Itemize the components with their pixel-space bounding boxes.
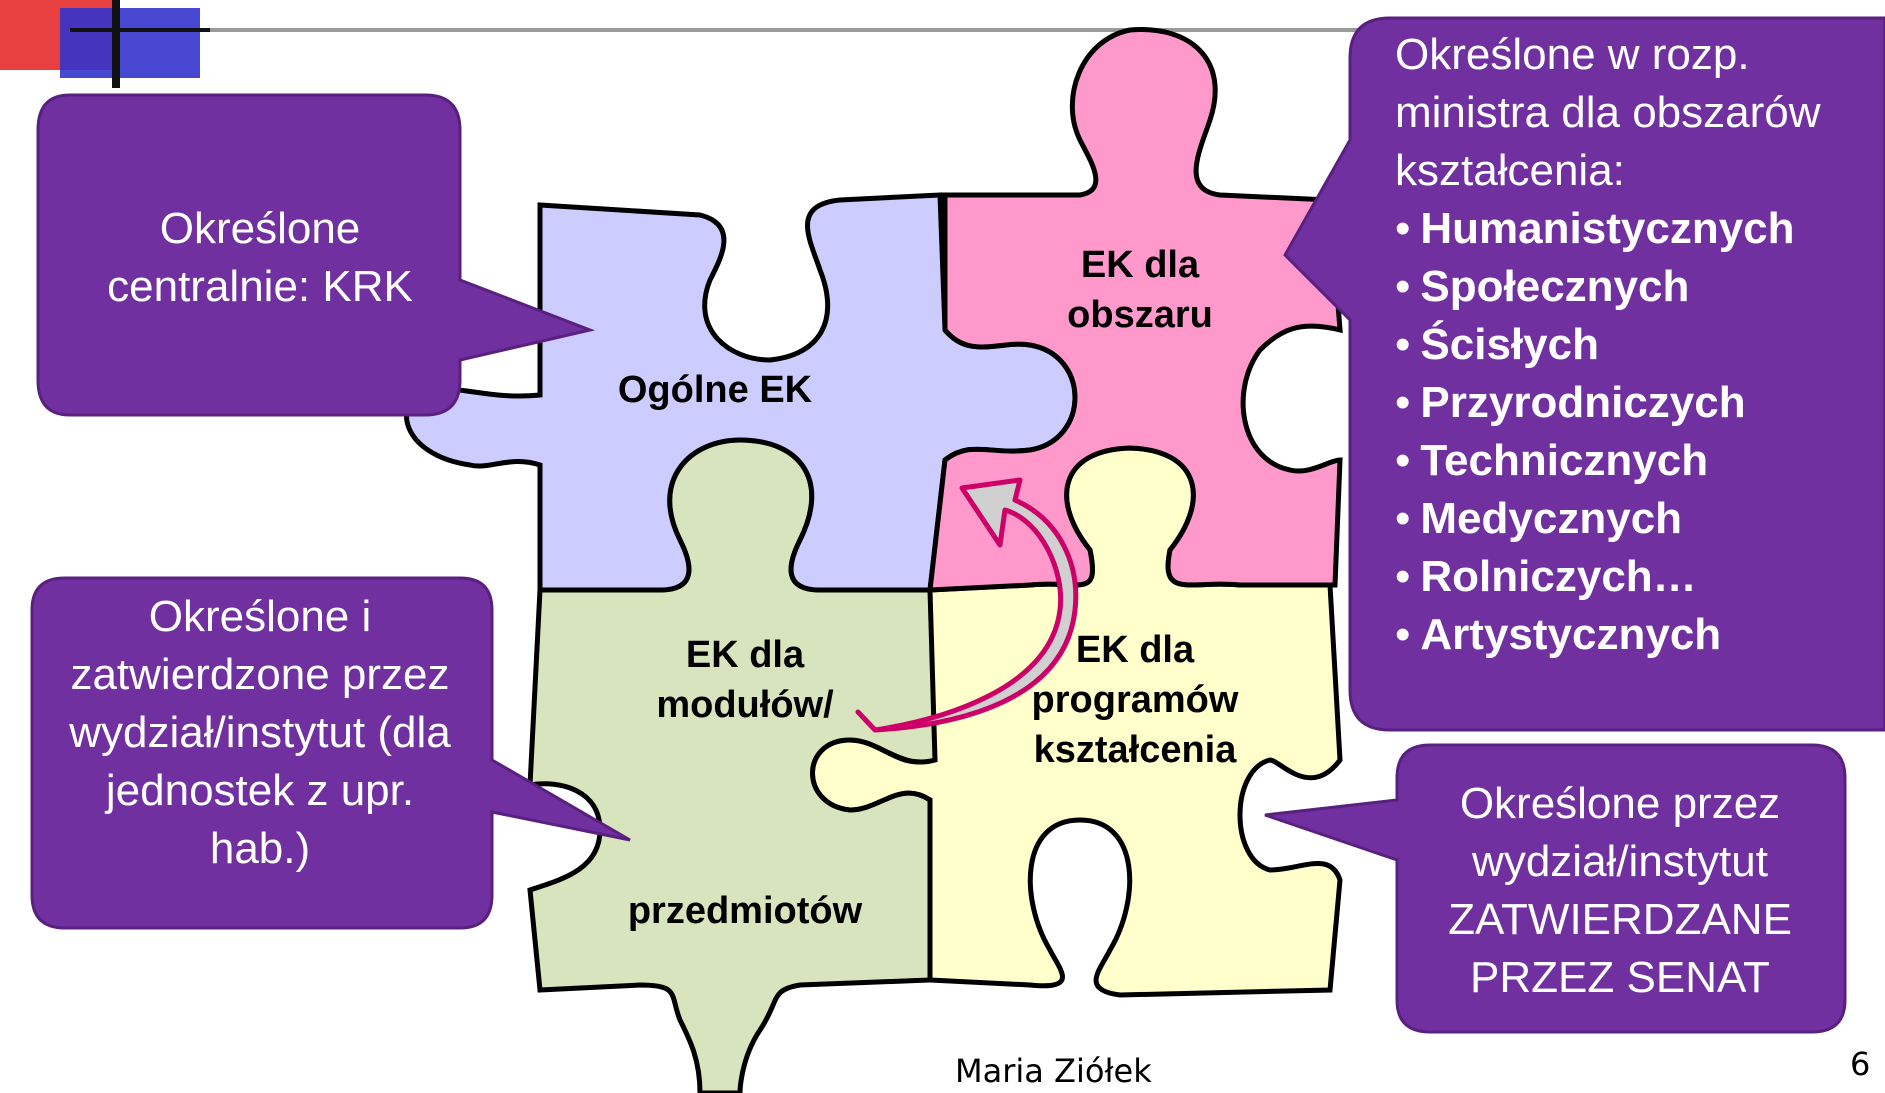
- piece-label-area: EK dla obszaru: [1067, 244, 1213, 336]
- callout-top-right: Określone w rozp. ministra dla obszarów …: [1395, 26, 1865, 664]
- area-list-item: •Technicznych: [1395, 436, 1709, 485]
- area-list-item: •Społecznych: [1395, 262, 1690, 311]
- footer-author: Maria Ziółek: [955, 1052, 1152, 1090]
- puzzle-piece-area: [927, 27, 1343, 593]
- header-decoration: [0, 0, 1885, 88]
- callout-top-right-shape: [1283, 16, 1885, 732]
- area-list-item: •Humanistycznych: [1395, 204, 1795, 253]
- area-list: •Humanistycznych •Społecznych •Ścisłych …: [1395, 200, 1865, 664]
- callout-top-left: Określone centralnie: KRK: [107, 204, 413, 311]
- callout-bottom-right-shape: [1264, 743, 1847, 1034]
- piece-label-modules: EK dla modułów/: [656, 634, 834, 726]
- callout-bottom-left: Określone i zatwierdzone przez wydział/i…: [69, 592, 451, 873]
- area-list-item: •Ścisłych: [1395, 320, 1599, 369]
- callout-bottom-left-shape: [30, 576, 631, 930]
- footer-page-number: 6: [1850, 1045, 1871, 1083]
- callout-top-right-heading: Określone w rozp. ministra dla obszarów …: [1395, 30, 1821, 195]
- area-list-item: •Rolniczych…: [1395, 552, 1697, 601]
- piece-label-programs: EK dla programów kształcenia: [1031, 629, 1239, 771]
- callout-bottom-right: Określone przez wydział/instytut ZATWIER…: [1448, 779, 1792, 1002]
- area-list-item: •Medycznych: [1395, 494, 1683, 543]
- piece-label-general: Ogólne EK: [617, 369, 813, 411]
- area-list-item: •Artystycznych: [1395, 610, 1722, 659]
- area-list-item: •Przyrodniczych: [1395, 378, 1746, 427]
- callout-top-left-shape: [36, 93, 596, 417]
- curved-arrow: [855, 477, 1079, 733]
- piece-label-modules-2: przedmiotów: [627, 890, 863, 932]
